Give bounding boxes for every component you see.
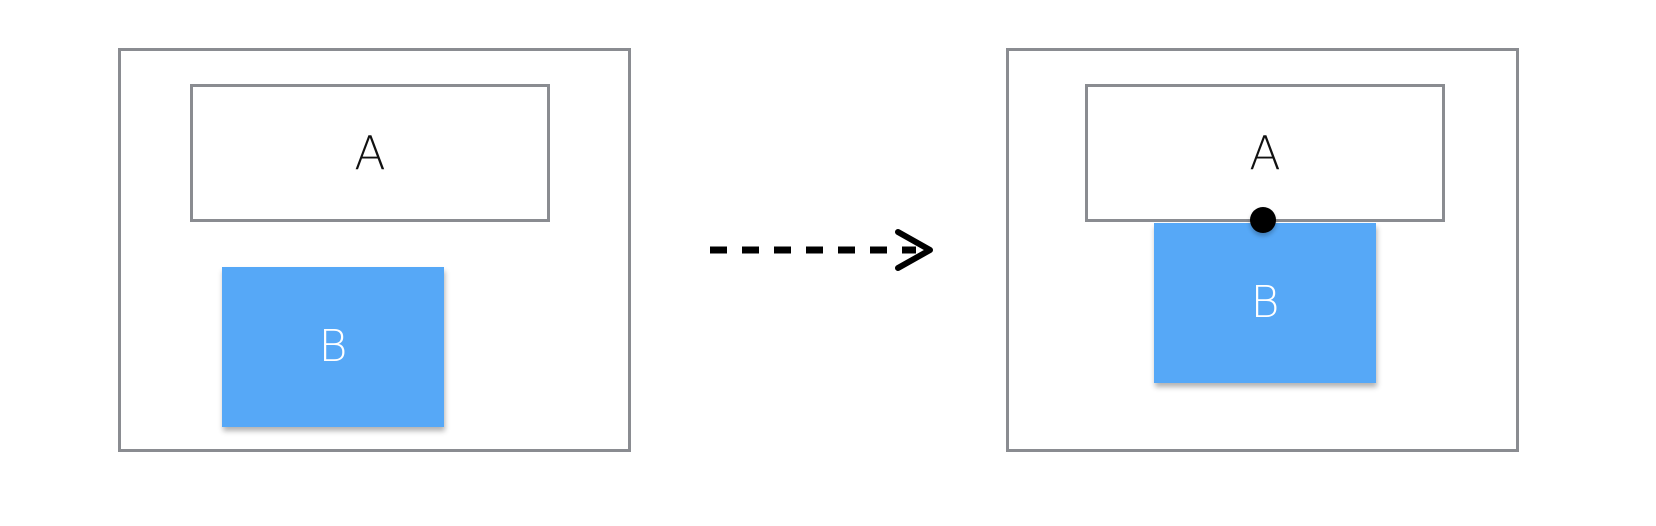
right-box-b-label: B xyxy=(1250,277,1280,328)
right-box-b: B xyxy=(1154,223,1376,383)
right-box-a: A xyxy=(1085,84,1445,222)
dashed-arrow-right-icon xyxy=(710,229,933,271)
arrow-head xyxy=(895,229,933,271)
anchor-dot-icon xyxy=(1250,207,1276,233)
left-box-a-label: A xyxy=(354,126,386,180)
left-box-b-label: B xyxy=(318,321,348,372)
right-box-a-label: A xyxy=(1249,126,1281,180)
left-box-a: A xyxy=(190,84,550,222)
left-box-b: B xyxy=(222,267,444,427)
